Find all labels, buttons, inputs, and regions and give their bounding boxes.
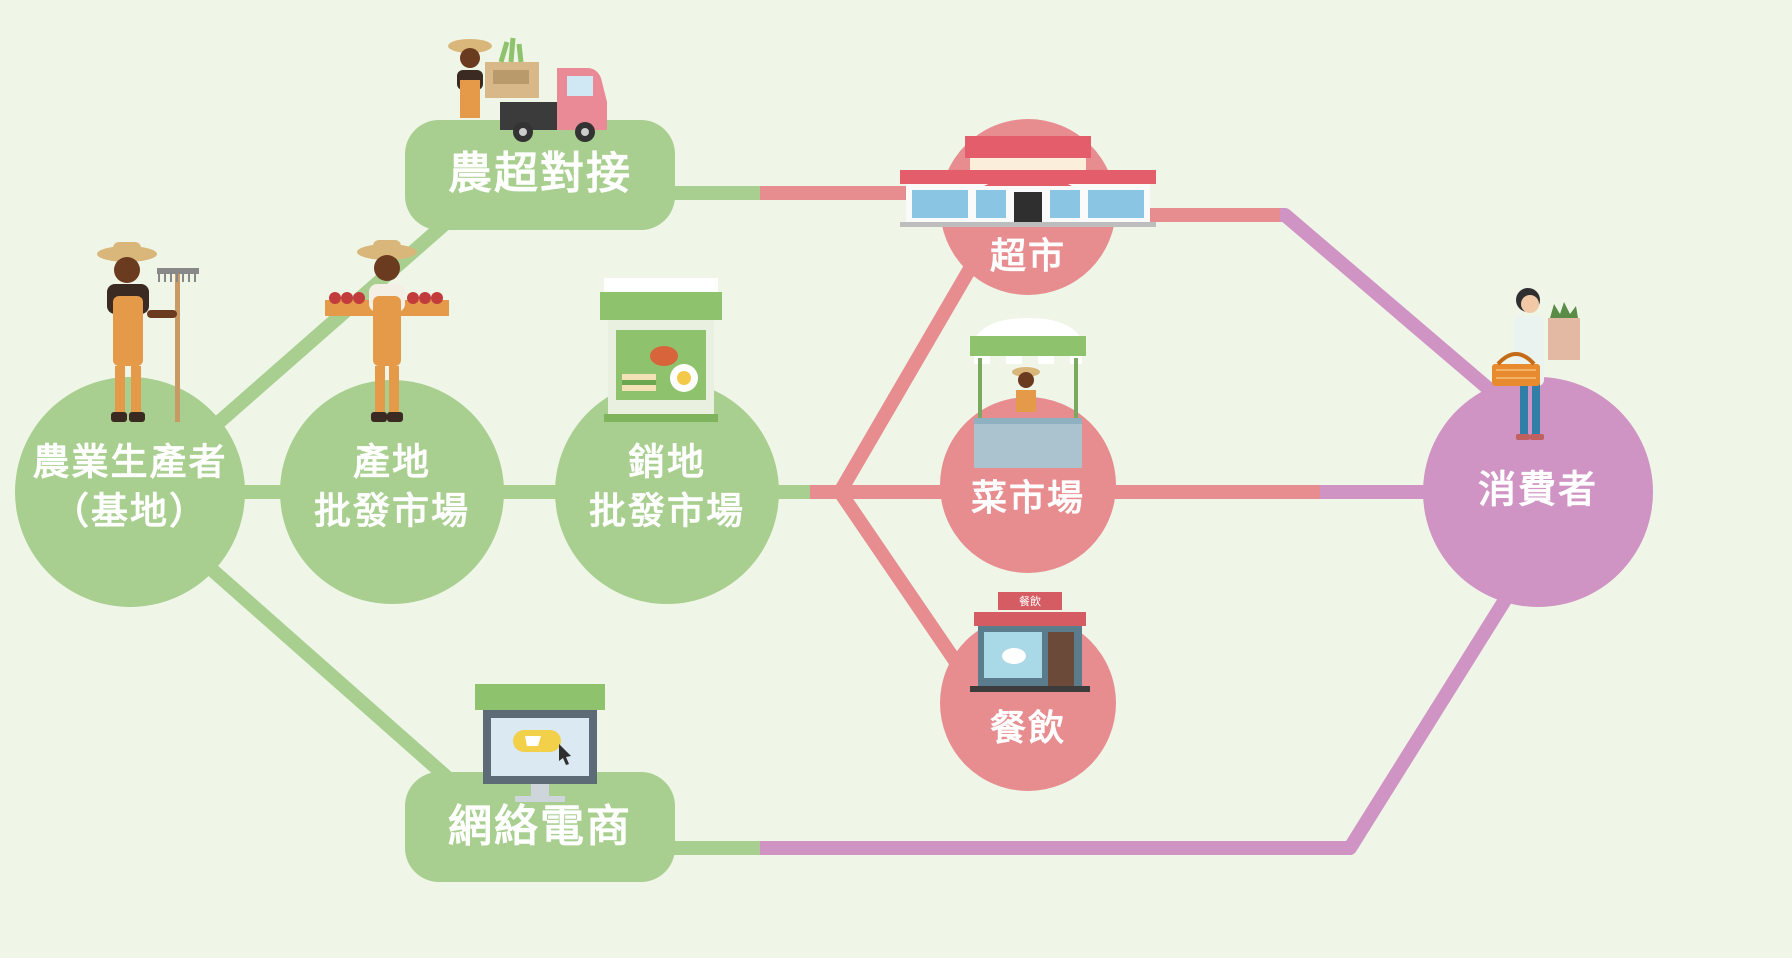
node-farmer: 農業生產者 （基地） xyxy=(15,377,245,607)
supermarket-building-icon xyxy=(900,136,1156,227)
node-ecommerce: 網絡電商 xyxy=(405,772,675,882)
farmer-with-rake-icon xyxy=(97,242,199,422)
node-origin-line2: 批發市場 xyxy=(314,490,470,533)
node-farmer-line1: 農業生產者 xyxy=(33,441,228,484)
node-origin-wholesale: 產地 批發市場 xyxy=(280,380,504,604)
shopper-with-basket-icon xyxy=(1492,288,1580,440)
edge-junction-to-supermarket xyxy=(833,256,982,496)
node-restaurant-label: 餐飲 xyxy=(990,708,1066,749)
node-sales-line1: 銷地 xyxy=(628,441,706,484)
node-farmer-line2: （基地） xyxy=(52,490,208,533)
node-sales-wholesale: 銷地 批發市場 xyxy=(555,380,779,604)
restaurant-storefront-icon: 餐飲 xyxy=(970,592,1090,692)
node-farm-to-supermarket-label: 農超對接 xyxy=(448,148,632,199)
online-shop-monitor-icon xyxy=(475,684,605,802)
edge-farmer-to-ecommerce xyxy=(205,562,455,786)
node-consumer: 消費者 xyxy=(1423,377,1653,607)
vegetable-stall-icon xyxy=(970,318,1086,468)
node-sales-line2: 批發市場 xyxy=(589,490,745,533)
farmer-with-delivery-truck-icon xyxy=(448,37,607,142)
node-ecommerce-label: 網絡電商 xyxy=(448,801,632,852)
edge-ecommerce-to-consumer-purple xyxy=(760,588,1516,855)
node-consumer-label: 消費者 xyxy=(1478,468,1598,512)
node-supermarket-label: 超市 xyxy=(990,236,1066,277)
edge-supermarket-to-consumer-purple xyxy=(1278,208,1495,396)
restaurant-sign-text: 餐飲 xyxy=(1019,594,1041,608)
node-farm-to-supermarket: 農超對接 xyxy=(405,120,675,230)
edge-junction-to-restaurant xyxy=(834,488,981,694)
farmer-with-produce-crate-icon xyxy=(325,240,449,422)
node-wet-market-label: 菜市場 xyxy=(971,478,1085,519)
market-stall-icon xyxy=(600,278,722,422)
node-origin-line1: 產地 xyxy=(353,441,431,484)
